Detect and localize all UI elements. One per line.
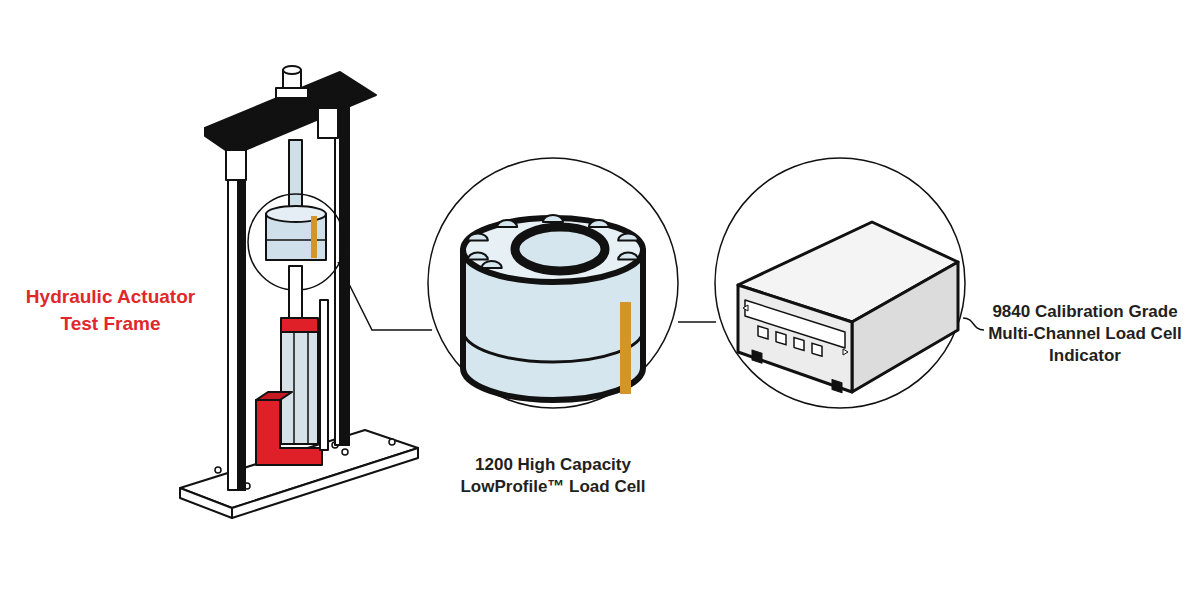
leader-line bbox=[678, 321, 716, 323]
indicator-zoom bbox=[715, 158, 965, 408]
frame-label: Hydraulic Actuator Test Frame bbox=[8, 284, 213, 337]
part-caption: 1200 High Capacity LowProfile™ Load Cell bbox=[433, 454, 673, 498]
bolt-bump bbox=[468, 233, 488, 240]
bolt-bump bbox=[497, 220, 517, 227]
load-cell-zoom bbox=[428, 158, 678, 408]
test-frame bbox=[180, 66, 418, 518]
bolt-bump bbox=[618, 233, 638, 240]
zoom-circle: 1200 High Capacity LowProfile™ Load Cell bbox=[428, 158, 678, 408]
leader-line bbox=[963, 318, 984, 330]
zoom-circle: 9840 Calibration Grade Multi-Channel Loa… bbox=[716, 158, 966, 408]
bolt-bump bbox=[482, 261, 502, 268]
part-caption: 9840 Calibration Grade Multi-Channel Loa… bbox=[986, 301, 1184, 367]
leader-line bbox=[338, 262, 432, 330]
bolt-bump bbox=[618, 253, 638, 260]
bolt-bump bbox=[543, 215, 563, 222]
bolt-bump bbox=[468, 253, 488, 260]
bolt-bump bbox=[589, 220, 609, 227]
